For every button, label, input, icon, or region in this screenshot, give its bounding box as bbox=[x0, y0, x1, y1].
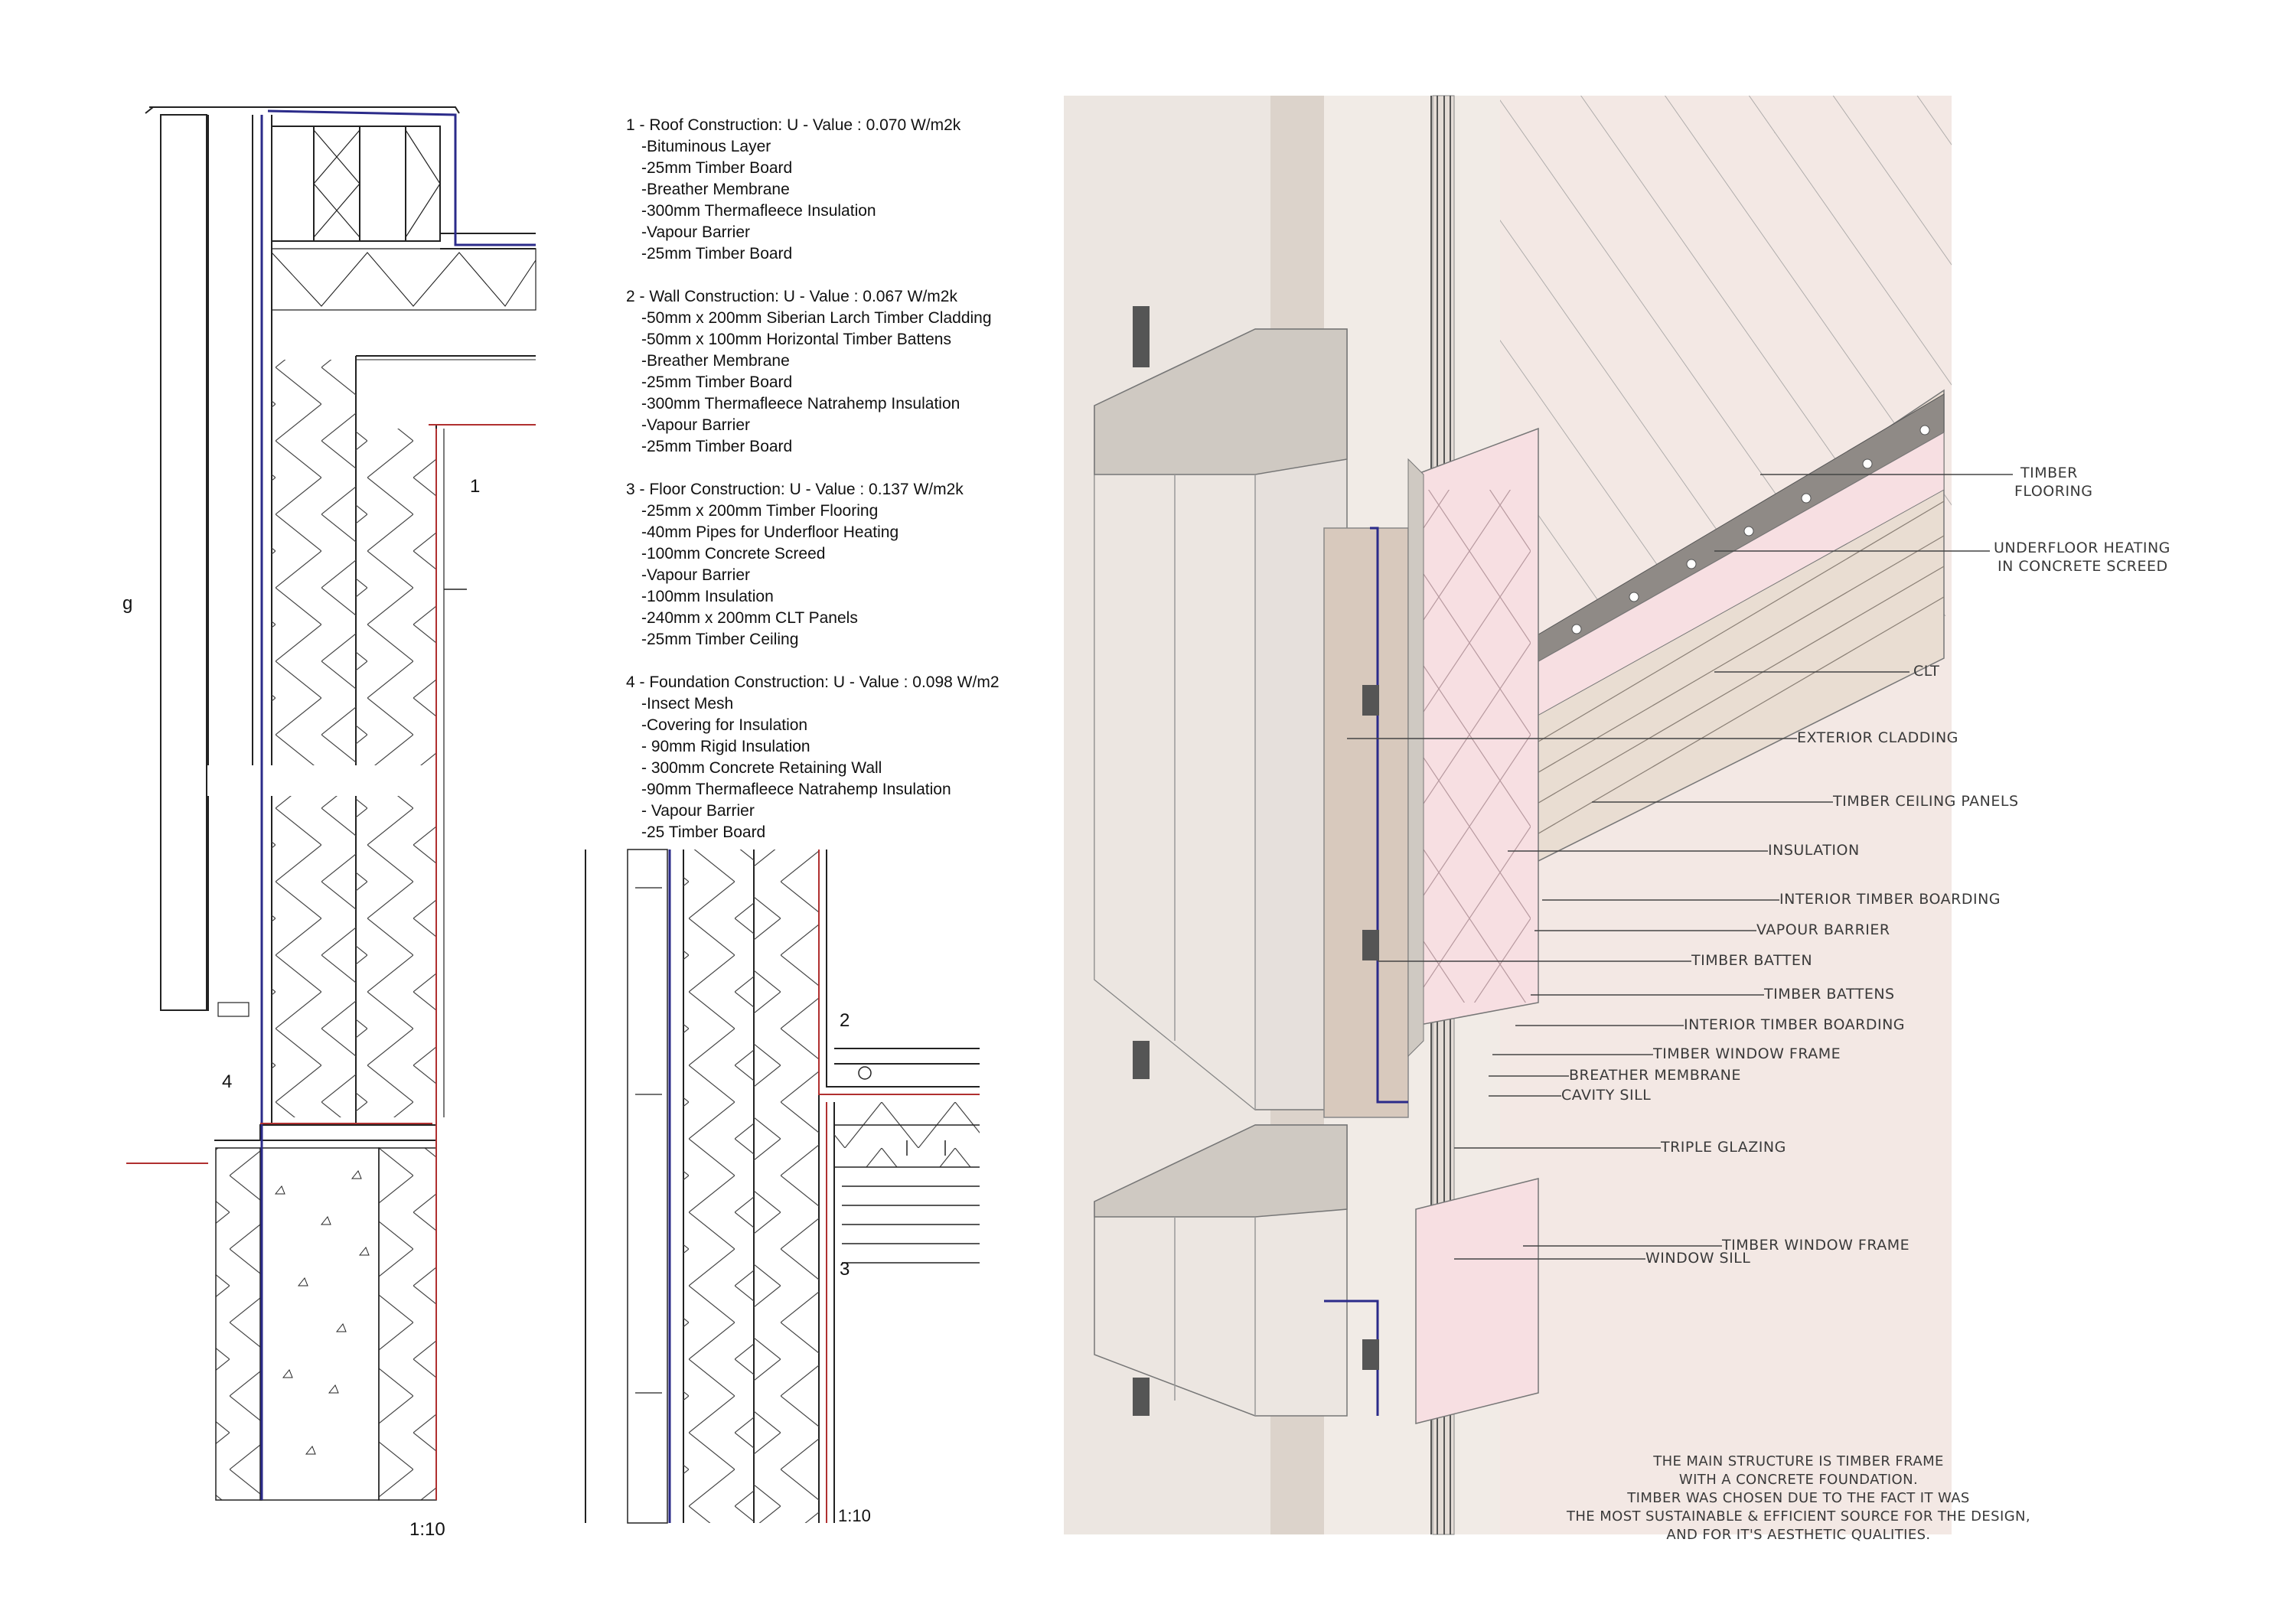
scale-left: 1:10 bbox=[409, 1519, 445, 1540]
label-triple-glazing: TRIPLE GLAZING bbox=[1661, 1139, 1786, 1156]
spec-item: -Bituminous Layer bbox=[641, 138, 771, 155]
section-marker-4: 4 bbox=[222, 1071, 233, 1092]
spec-item: -Vapour Barrier bbox=[641, 223, 750, 241]
section-marker-cut: g bbox=[122, 593, 133, 614]
spec-item: -25mm Timber Ceiling bbox=[641, 631, 799, 648]
label-timber-flooring: TIMBER bbox=[2020, 465, 2078, 481]
section-marker-3: 3 bbox=[840, 1259, 850, 1280]
spec-item: -50mm x 100mm Horizontal Timber Battens bbox=[641, 331, 951, 348]
spec-item: -100mm Insulation bbox=[641, 588, 774, 605]
label-clt: CLT bbox=[1913, 663, 1940, 680]
label-timber-flooring-2: FLOORING bbox=[2014, 483, 2093, 500]
spec-item: -25mm Timber Board bbox=[641, 373, 793, 391]
spec-item: -Covering for Insulation bbox=[641, 716, 808, 734]
note-line: THE MAIN STRUCTURE IS TIMBER FRAME bbox=[1653, 1453, 1944, 1469]
label-underfloor-heating-2: IN CONCRETE SCREED bbox=[1998, 558, 2168, 575]
label-underfloor-heating: UNDERFLOOR HEATING bbox=[1994, 540, 2170, 556]
spec-item: -Breather Membrane bbox=[641, 352, 790, 370]
label-insulation: INSULATION bbox=[1768, 842, 1860, 859]
label-timber-battens: TIMBER BATTENS bbox=[1764, 986, 1895, 1003]
cladding-board bbox=[160, 114, 207, 1011]
spec-item: -240mm x 200mm CLT Panels bbox=[641, 609, 858, 627]
label-interior-timber-boarding-2: INTERIOR TIMBER BOARDING bbox=[1684, 1016, 1906, 1033]
spec-item: -Insect Mesh bbox=[641, 695, 734, 713]
section-drawings bbox=[126, 106, 980, 1524]
section-b bbox=[585, 849, 980, 1524]
roof-insulation bbox=[271, 126, 441, 242]
label-interior-timber-boarding: INTERIOR TIMBER BOARDING bbox=[1779, 891, 2001, 908]
spec-item: -25mm Timber Board bbox=[641, 245, 793, 263]
note-line: AND FOR IT'S AESTHETIC QUALITIES. bbox=[1666, 1527, 1931, 1543]
axonometric-detail bbox=[1064, 95, 2013, 1535]
spec-item: -300mm Thermafleece Insulation bbox=[641, 202, 876, 220]
spec-item: -Vapour Barrier bbox=[641, 416, 750, 434]
spec-item: - 300mm Concrete Retaining Wall bbox=[641, 759, 882, 777]
label-timber-window-frame: TIMBER WINDOW FRAME bbox=[1653, 1045, 1841, 1062]
section-marker-2: 2 bbox=[840, 1010, 850, 1031]
spec-wall: 2 - Wall Construction: U - Value : 0.067… bbox=[626, 286, 1024, 458]
note-line: WITH A CONCRETE FOUNDATION. bbox=[1678, 1472, 1919, 1488]
spec-item: -25mm Timber Board bbox=[641, 438, 793, 455]
spec-item: -50mm x 200mm Siberian Larch Timber Clad… bbox=[641, 309, 992, 327]
note-line: THE MOST SUSTAINABLE & EFFICIENT SOURCE … bbox=[1566, 1508, 2031, 1525]
spec-title: 1 - Roof Construction: U - Value : 0.070… bbox=[626, 116, 961, 134]
spec-title: 4 - Foundation Construction: U - Value :… bbox=[626, 673, 1000, 691]
leader-lines bbox=[1347, 474, 2013, 1260]
spec-title: 2 - Wall Construction: U - Value : 0.067… bbox=[626, 288, 957, 305]
label-exterior-cladding: EXTERIOR CLADDING bbox=[1797, 729, 1958, 746]
spec-item: -25mm Timber Board bbox=[641, 159, 793, 177]
note-line: TIMBER WAS CHOSEN DUE TO THE FACT IT WAS bbox=[1627, 1490, 1970, 1506]
construction-specifications: 1 - Roof Construction: U - Value : 0.070… bbox=[626, 115, 1024, 865]
spec-item: -Breather Membrane bbox=[641, 181, 790, 198]
spec-item: -25 Timber Board bbox=[641, 823, 766, 841]
label-vapour-barrier: VAPOUR BARRIER bbox=[1756, 921, 1890, 938]
label-cavity-sill: CAVITY SILL bbox=[1561, 1087, 1652, 1104]
label-timber-window-frame-2: TIMBER WINDOW FRAME bbox=[1722, 1237, 1910, 1254]
spec-item: -40mm Pipes for Underfloor Heating bbox=[641, 523, 899, 541]
spec-item: -90mm Thermafleece Natrahemp Insulation bbox=[641, 781, 951, 798]
spec-item: - 90mm Rigid Insulation bbox=[641, 738, 810, 755]
spec-foundation: 4 - Foundation Construction: U - Value :… bbox=[626, 672, 1024, 843]
spec-floor: 3 - Floor Construction: U - Value : 0.13… bbox=[626, 479, 1024, 651]
spec-item: -300mm Thermafleece Natrahemp Insulation bbox=[641, 395, 960, 413]
label-timber-ceiling-panels: TIMBER CEILING PANELS bbox=[1833, 793, 2019, 810]
spec-item: - Vapour Barrier bbox=[641, 802, 755, 820]
section-a bbox=[126, 106, 536, 1501]
section-marker-1: 1 bbox=[470, 476, 481, 497]
spec-item: -Vapour Barrier bbox=[641, 566, 750, 584]
spec-item: -25mm x 200mm Timber Flooring bbox=[641, 502, 879, 520]
design-note: THE MAIN STRUCTURE IS TIMBER FRAME WITH … bbox=[1531, 1453, 2066, 1544]
spec-title: 3 - Floor Construction: U - Value : 0.13… bbox=[626, 481, 964, 498]
label-timber-batten: TIMBER BATTEN bbox=[1691, 952, 1813, 969]
scale-mid: 1:10 bbox=[838, 1506, 871, 1525]
spec-roof: 1 - Roof Construction: U - Value : 0.070… bbox=[626, 115, 1024, 265]
spec-item: -100mm Concrete Screed bbox=[641, 545, 826, 563]
label-breather-membrane: BREATHER MEMBRANE bbox=[1569, 1067, 1741, 1084]
concrete-aggregate bbox=[274, 1170, 370, 1455]
label-window-sill: WINDOW SILL bbox=[1645, 1250, 1751, 1267]
lower-insulation bbox=[1415, 1178, 1539, 1424]
